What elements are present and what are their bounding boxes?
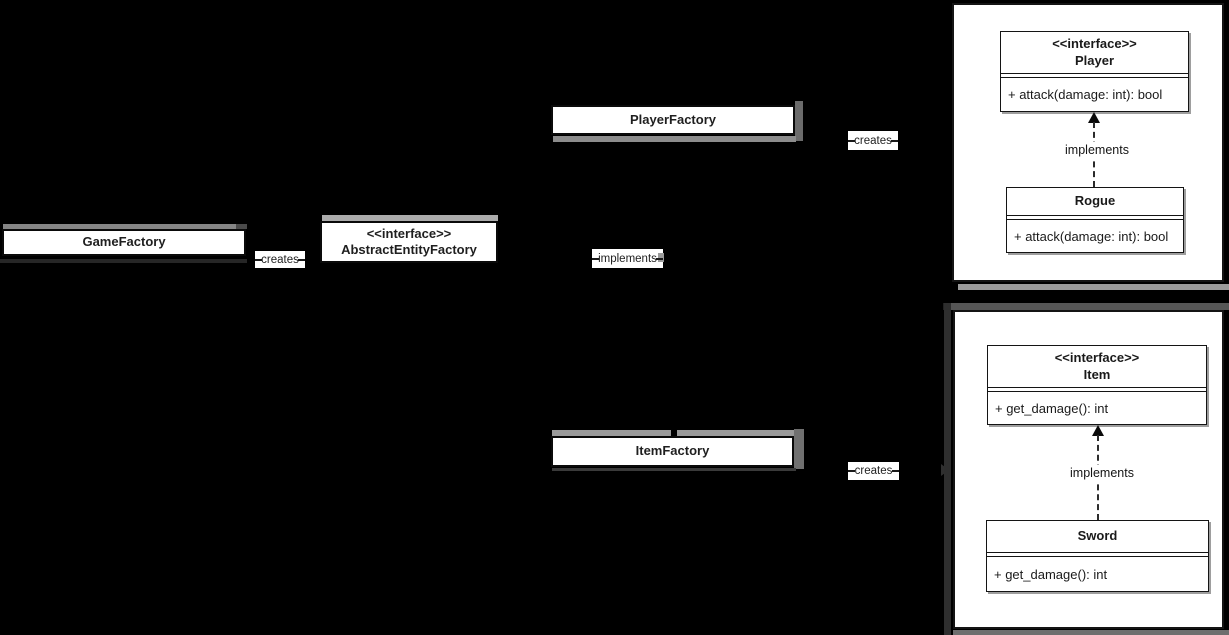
player-factory-shadow-right <box>795 101 803 141</box>
game-factory-shadow-bottom <box>0 259 247 263</box>
player-factory-label: PlayerFactory <box>630 111 716 127</box>
game-factory-shadow-top <box>3 224 246 229</box>
player-interface-title: <<interface>> Player <box>1001 32 1188 74</box>
item-factory-shadow-bottom <box>552 468 796 471</box>
rogue-class-title: Rogue <box>1007 188 1183 216</box>
player-interface-stereotype: <<interface>> <box>1052 35 1137 51</box>
item-group-panel: <<interface>> Item + get_damage(): int i… <box>953 310 1224 629</box>
player-group-panel: <<interface>> Player + attack(damage: in… <box>952 3 1224 282</box>
abstract-factory-name: AbstractEntityFactory <box>341 242 477 257</box>
item-panel-shadow-bottom <box>953 630 1229 635</box>
item-panel-shadow-left <box>944 303 951 635</box>
abstract-factory-shadow-top <box>322 215 498 221</box>
item-interface-box: <<interface>> Item + get_damage(): int <box>987 345 1207 425</box>
rogue-class-box: Rogue + attack(damage: int): bool <box>1006 187 1184 253</box>
game-factory-node: GameFactory <box>2 229 246 256</box>
player-factory-shadow-bottom <box>553 136 796 142</box>
player-panel-shadow-bottom <box>958 284 1229 290</box>
player-factory-node: PlayerFactory <box>551 105 795 135</box>
edge-label-creates-player-text: creates <box>854 134 892 147</box>
rogue-class-method: + attack(damage: int): bool <box>1007 219 1183 252</box>
item-panel-shadow-top <box>944 303 1229 310</box>
edge-label-creates-game-text: creates <box>261 253 299 266</box>
item-factory-node: ItemFactory <box>551 436 794 467</box>
edge-label-creates-game: creates <box>255 251 305 268</box>
edge-label-creates-player: creates <box>848 131 898 150</box>
arrow-head-icon <box>1092 425 1104 436</box>
sword-class-box: Sword + get_damage(): int <box>986 520 1209 592</box>
edge-label-implements-factories-text: implements <box>598 252 657 265</box>
game-factory-label: GameFactory <box>82 234 166 250</box>
player-interface-method: + attack(damage: int): bool <box>1001 77 1188 111</box>
implements-label-item: implements <box>1063 465 1141 481</box>
game-factory-shadow-cap <box>236 224 247 229</box>
arrow-head-icon <box>1088 112 1100 123</box>
sword-class-name: Sword <box>1077 528 1118 544</box>
item-interface-stereotype: <<interface>> <box>1054 349 1140 365</box>
item-factory-label: ItemFactory <box>635 443 710 459</box>
edge-label-implements-factories: implements <box>592 249 664 268</box>
abstract-factory-stereotype: <<interface>> <box>366 225 452 241</box>
item-factory-shadow-right <box>794 429 804 469</box>
edge-label-cap <box>658 253 664 262</box>
item-interface-method: + get_damage(): int <box>988 391 1206 424</box>
item-factory-edge-tick <box>671 430 677 436</box>
item-interface-title: <<interface>> Item <box>988 346 1206 388</box>
sword-class-title: Sword <box>987 521 1208 553</box>
sword-class-method: + get_damage(): int <box>987 556 1208 591</box>
player-interface-box: <<interface>> Player + attack(damage: in… <box>1000 31 1189 112</box>
item-interface-name: Item <box>1083 366 1111 382</box>
player-interface-name: Player <box>1074 52 1115 68</box>
edge-label-creates-item-text: creates <box>854 465 893 477</box>
abstract-entity-factory-node: <<interface>> AbstractEntityFactory <box>320 221 498 263</box>
implements-label-player: implements <box>1058 142 1136 158</box>
edge-label-creates-item: creates <box>848 462 899 480</box>
rogue-class-name: Rogue <box>1074 193 1116 209</box>
